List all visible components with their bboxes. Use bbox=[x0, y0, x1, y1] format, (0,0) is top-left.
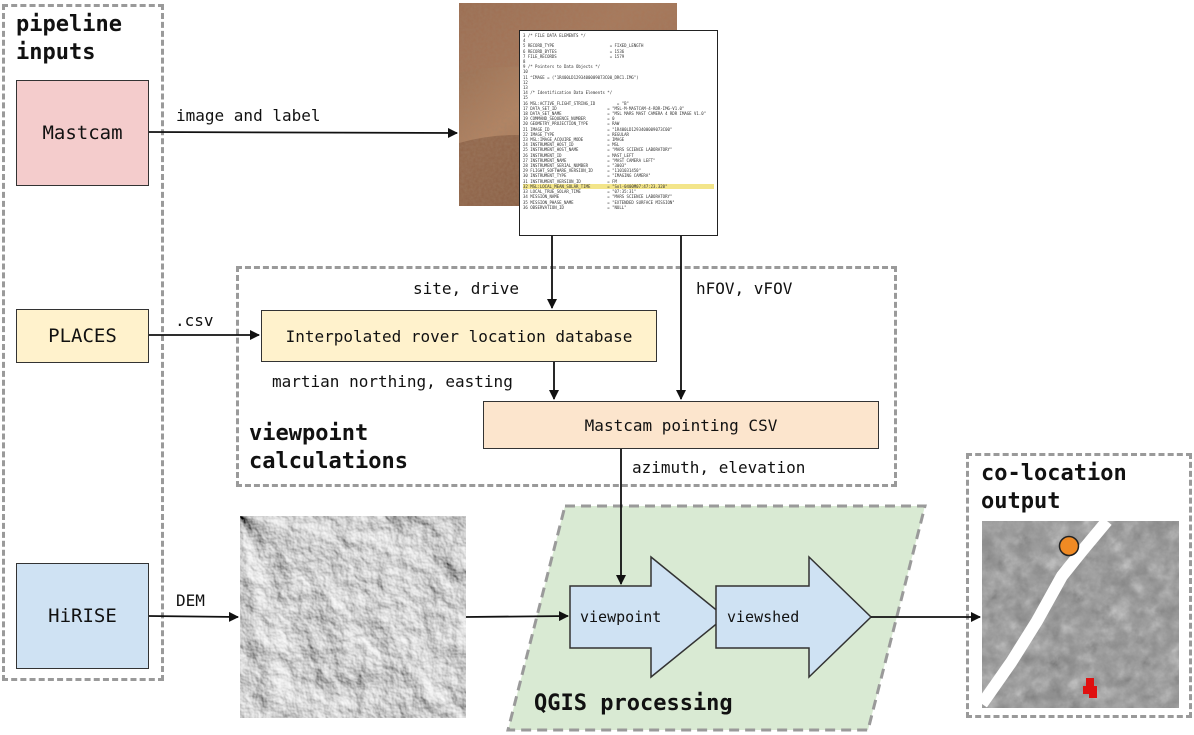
azimuth-elevation-edge-label: azimuth, elevation bbox=[632, 458, 806, 477]
hirise-label: HiRISE bbox=[48, 605, 117, 627]
viewpoint-calculations-group bbox=[236, 266, 897, 487]
dem-edge-label: DEM bbox=[176, 591, 205, 610]
pipeline-inputs-title: pipeline inputs bbox=[16, 12, 122, 65]
viewshed-block-arrow bbox=[715, 555, 873, 679]
co-location-output-title: co-location output bbox=[981, 461, 1127, 514]
image-and-label-edge-label: image and label bbox=[176, 106, 321, 125]
viewpoint-label: viewpoint bbox=[580, 608, 662, 626]
qgis-processing-title: QGIS processing bbox=[534, 691, 733, 716]
rover-location-database-label: Interpolated rover location database bbox=[285, 326, 633, 346]
viewpoint-calculations-title: viewpoint calculations bbox=[249, 421, 408, 474]
hfov-vfov-edge-label: hFOV, vFOV bbox=[696, 279, 793, 298]
mastcam-label: Mastcam bbox=[42, 122, 123, 144]
viewpoint-block-arrow bbox=[569, 555, 727, 679]
rover-traverse-path bbox=[982, 521, 1112, 708]
places-label: PLACES bbox=[48, 325, 117, 347]
dem-to-viewpoint-arrow bbox=[465, 611, 569, 622]
hirise-source-box: HiRISE bbox=[16, 563, 149, 669]
viewshed-label: viewshed bbox=[727, 608, 800, 626]
hirise-to-dem-arrow bbox=[148, 611, 239, 622]
mastcam-to-label-arrow bbox=[148, 127, 458, 138]
northing-easting-edge-label: martian northing, easting bbox=[272, 372, 513, 391]
rover-position-marker bbox=[1058, 535, 1080, 557]
co-location-output-group bbox=[966, 453, 1192, 718]
rover-location-database-box: Interpolated rover location database bbox=[261, 310, 657, 362]
mastcam-pointing-csv-box: Mastcam pointing CSV bbox=[483, 401, 879, 449]
pipeline-inputs-group bbox=[2, 4, 164, 681]
mastcam-pointing-csv-label: Mastcam pointing CSV bbox=[584, 415, 778, 435]
pds-label-document: 3 /* FILE DATA ELEMENTS */ 4 5 RECORD_TY… bbox=[519, 30, 718, 236]
co-location-map-image bbox=[982, 521, 1179, 708]
mastcam-source-box: Mastcam bbox=[16, 80, 149, 186]
hirise-dem-hillshade-image bbox=[240, 516, 466, 718]
places-source-box: PLACES bbox=[16, 309, 149, 363]
viewshed-target-marker bbox=[1083, 678, 1097, 698]
csv-edge-label: .csv bbox=[175, 311, 214, 330]
site-drive-edge-label: site, drive bbox=[413, 279, 519, 298]
